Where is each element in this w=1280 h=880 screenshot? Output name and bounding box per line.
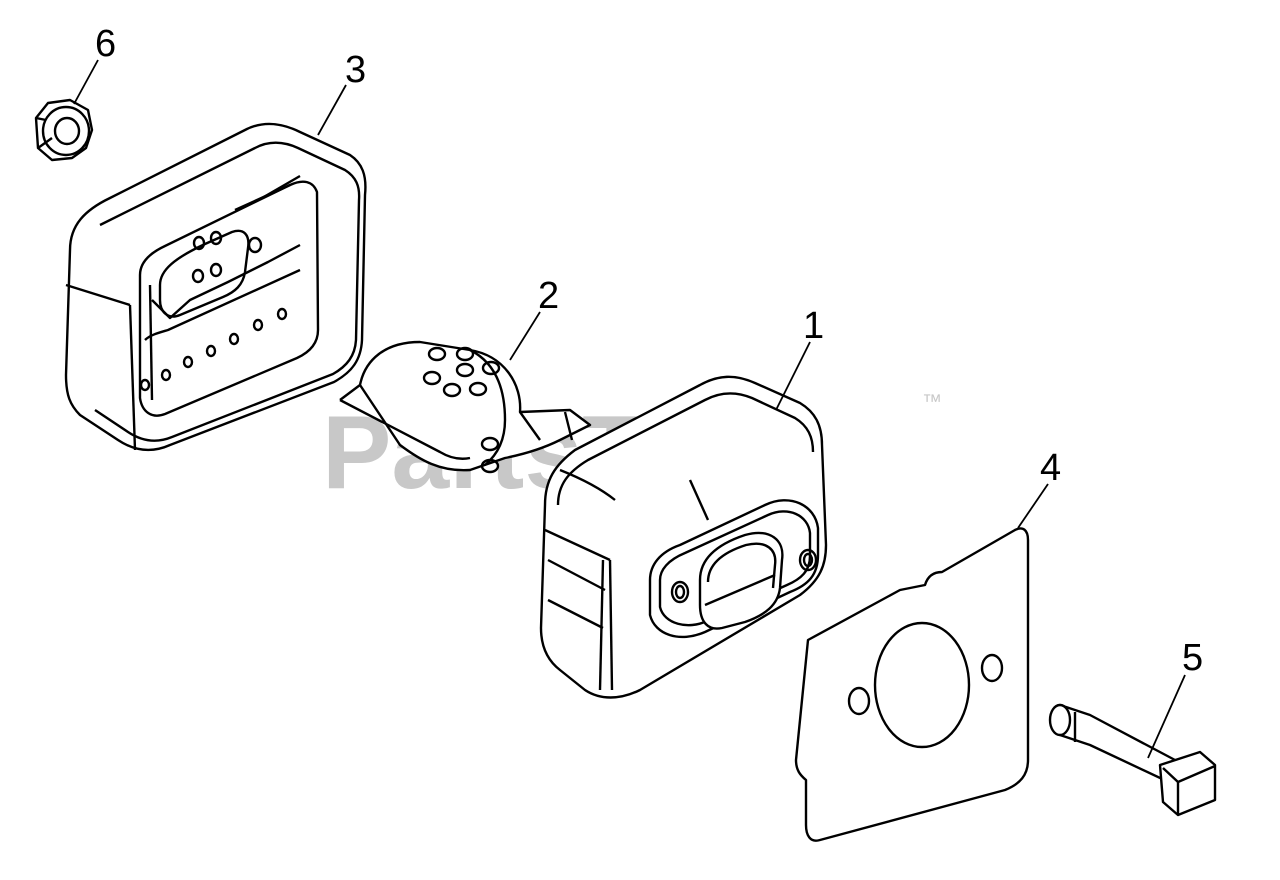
muffler-bolt-icon[interactable] xyxy=(1050,705,1215,815)
leader-line-5 xyxy=(1147,674,1186,759)
leader-lines xyxy=(73,59,1186,759)
spark-arrestor-screen-icon[interactable] xyxy=(340,342,590,472)
callout-labels: 6 3 2 1 4 5 xyxy=(95,23,1203,679)
muffler-body-icon[interactable] xyxy=(541,377,826,698)
leader-line-3 xyxy=(317,84,347,136)
callout-part-6: 6 xyxy=(95,23,116,65)
leader-line-6 xyxy=(73,59,99,105)
callout-part-1: 1 xyxy=(803,305,824,347)
callout-part-2: 2 xyxy=(538,275,559,317)
flange-nut-icon[interactable] xyxy=(36,100,92,160)
leader-line-1 xyxy=(775,341,811,411)
callout-part-5: 5 xyxy=(1182,637,1203,679)
callout-part-4: 4 xyxy=(1040,447,1061,489)
leader-line-4 xyxy=(1017,483,1049,529)
watermark-trademark: ™ xyxy=(922,391,942,413)
muffler-cover-icon[interactable] xyxy=(66,124,365,450)
callout-part-3: 3 xyxy=(345,49,366,91)
leader-line-2 xyxy=(509,311,541,361)
muffler-gasket-icon[interactable] xyxy=(796,528,1028,840)
